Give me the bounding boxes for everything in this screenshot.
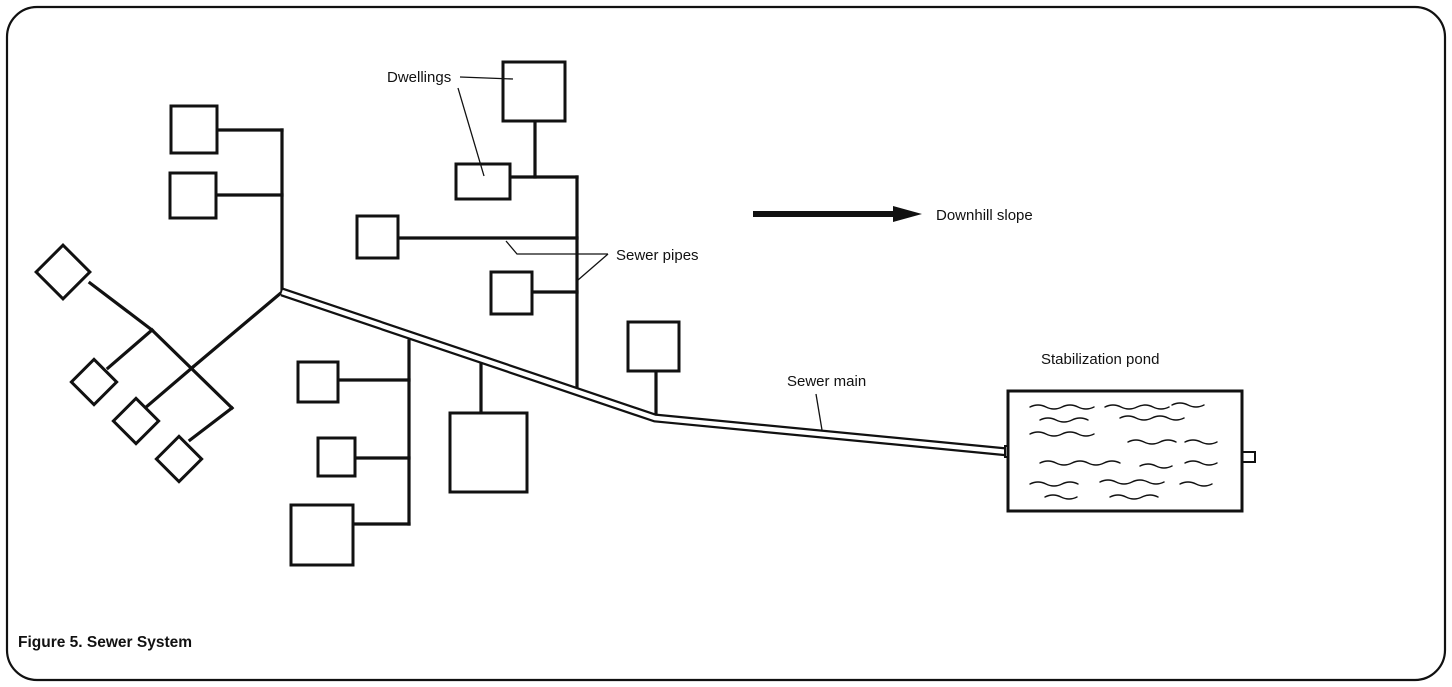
stabilization-pond-label: Stabilization pond — [1041, 351, 1159, 368]
dwellings-label: Dwellings — [387, 69, 451, 86]
water-waves — [1029, 402, 1218, 500]
dwellings-leader-upper — [459, 76, 514, 80]
sewer-pipes-label: Sewer pipes — [616, 247, 699, 264]
downhill-slope-label: Downhill slope — [936, 207, 1033, 224]
dwelling — [111, 396, 161, 446]
stabilization-pond — [1004, 389, 1256, 513]
lower-middle-branch — [289, 339, 529, 567]
left-upper-branch — [168, 104, 284, 294]
upper-middle-branch — [355, 60, 579, 389]
dwelling — [454, 162, 512, 201]
sewer-pipes-leader-right — [577, 253, 609, 281]
dwelling — [448, 411, 529, 494]
right-middle-branch — [626, 320, 681, 416]
dwellings-leader-lower — [457, 87, 485, 177]
figure-frame — [5, 5, 1447, 682]
sewer-pipes-leader-left — [505, 240, 608, 255]
dwelling — [626, 320, 681, 373]
dwelling — [169, 104, 219, 155]
sewer-main-leader — [815, 393, 823, 431]
sewer-main-label: Sewer main — [787, 373, 866, 390]
dwelling — [154, 434, 204, 484]
dwelling — [296, 360, 340, 404]
pond-basin — [1006, 389, 1244, 513]
sewer-main — [280, 287, 1009, 457]
dwelling — [168, 171, 218, 220]
dwelling — [501, 60, 567, 123]
dwelling — [289, 503, 355, 567]
dwelling — [34, 243, 92, 301]
left-diagonal-branch — [34, 243, 285, 484]
dwelling — [489, 270, 534, 316]
leader-lines — [457, 76, 823, 431]
dwelling — [69, 357, 119, 407]
dwelling — [355, 214, 400, 260]
figure-caption: Figure 5. Sewer System — [18, 634, 192, 651]
dwelling — [316, 436, 357, 478]
downhill-arrow — [753, 206, 922, 222]
